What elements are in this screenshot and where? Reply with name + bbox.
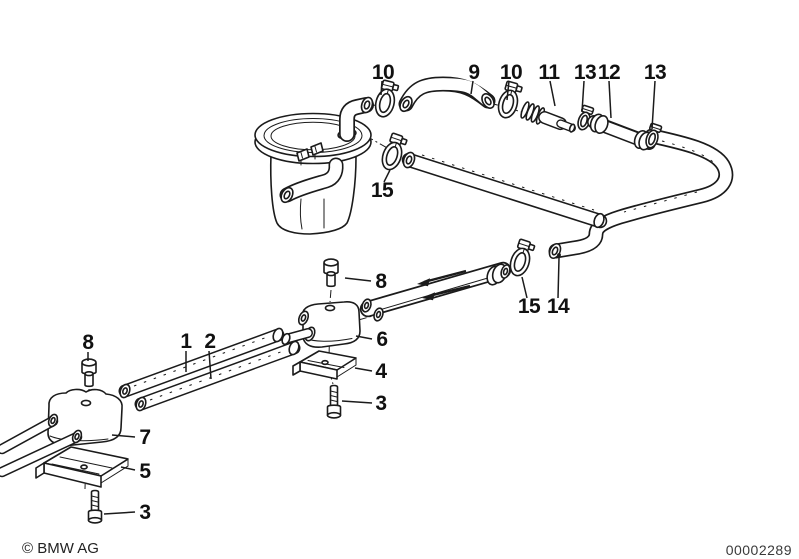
callout-8-mid: 8 bbox=[375, 270, 387, 293]
filter-outlet-elbow bbox=[337, 96, 374, 142]
screw-3-mid bbox=[326, 384, 342, 419]
double-clamp-block-7 bbox=[0, 388, 123, 478]
single-clamp-block-6 bbox=[281, 301, 361, 348]
callout-15-mid: 15 bbox=[518, 295, 541, 318]
callout-3-left: 3 bbox=[139, 501, 150, 524]
hose-clamp-15-filter bbox=[378, 131, 409, 173]
filter-feed-pipe bbox=[401, 151, 608, 229]
callout-14-dot bbox=[557, 253, 561, 257]
filter-inlet-elbow bbox=[279, 157, 344, 204]
curved-hose-9 bbox=[398, 76, 496, 113]
return-hose-14 bbox=[548, 128, 734, 260]
support-bracket-4 bbox=[292, 350, 357, 380]
callout-13-right: 13 bbox=[644, 61, 666, 84]
hose-clamp-10-left bbox=[372, 78, 400, 120]
callout-labels: 10 9 10 11 13 12 13 15 8 15 14 6 4 3 8 1… bbox=[82, 61, 666, 524]
callout-10-right: 10 bbox=[500, 61, 522, 84]
callout-4: 4 bbox=[375, 360, 387, 383]
filter-terminals bbox=[296, 142, 324, 166]
callout-14: 14 bbox=[547, 295, 570, 318]
hose-clamp-15-mid bbox=[506, 237, 537, 279]
callout-12: 12 bbox=[598, 61, 620, 84]
callout-9: 9 bbox=[468, 61, 479, 84]
callout-5: 5 bbox=[139, 460, 151, 483]
leader-lines bbox=[87, 80, 656, 515]
callout-7: 7 bbox=[139, 426, 150, 449]
screw-3-left bbox=[87, 489, 103, 524]
short-hose-12 bbox=[587, 113, 656, 151]
callout-1: 1 bbox=[180, 330, 192, 353]
callout-8-left: 8 bbox=[82, 331, 94, 354]
fuel-pipe-2 bbox=[134, 340, 301, 412]
support-bracket-5 bbox=[35, 446, 129, 488]
feed-return-tube-pair bbox=[359, 261, 512, 322]
callout-11: 11 bbox=[538, 61, 560, 84]
fuel-filter bbox=[254, 96, 374, 235]
bolt-8-mid bbox=[323, 258, 339, 288]
callout-2: 2 bbox=[204, 330, 215, 353]
drawing-number: 00002289 bbox=[726, 542, 792, 558]
callout-3-mid: 3 bbox=[375, 392, 386, 415]
callout-15-filter: 15 bbox=[371, 179, 394, 202]
inline-coupler-11 bbox=[520, 101, 576, 133]
callout-6: 6 bbox=[376, 328, 387, 351]
bolt-8-left bbox=[81, 358, 97, 388]
copyright-text: © BMW AG bbox=[22, 540, 99, 557]
callout-13-left: 13 bbox=[574, 61, 596, 84]
flow-direction-arrows bbox=[417, 269, 471, 301]
callout-10-left: 10 bbox=[372, 61, 394, 84]
